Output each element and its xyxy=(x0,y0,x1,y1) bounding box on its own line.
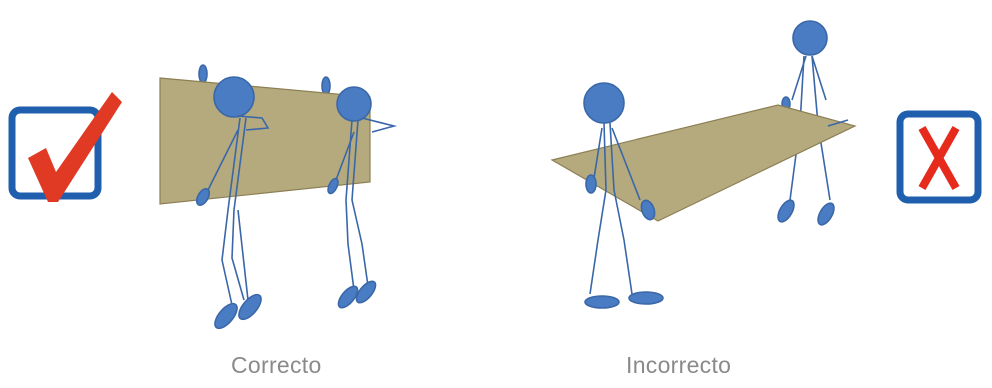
hand xyxy=(586,175,596,193)
correct-scene xyxy=(160,65,394,332)
incorrect-scene xyxy=(552,21,855,308)
correct-mark-box xyxy=(12,92,122,202)
foot xyxy=(815,201,837,228)
caption-correct: Correcto xyxy=(231,352,322,379)
foot xyxy=(775,198,797,225)
caption-incorrect: Incorrecto xyxy=(626,352,731,379)
foot xyxy=(629,292,663,304)
foot xyxy=(211,300,241,332)
foot xyxy=(585,296,619,308)
hand xyxy=(199,65,207,83)
incorrect-mark-box xyxy=(900,114,978,200)
foot xyxy=(235,291,265,323)
